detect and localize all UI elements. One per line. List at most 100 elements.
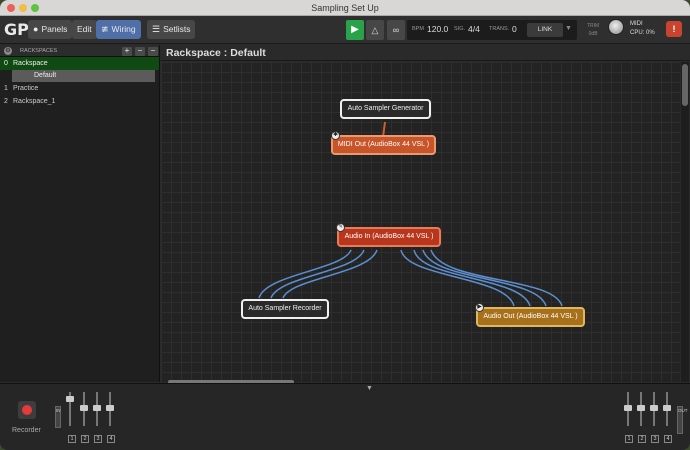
output-meter-tag: OUT (677, 406, 688, 434)
rackspace-number: 2 (4, 98, 8, 105)
maximize-window-button[interactable] (31, 4, 39, 12)
wiring-button[interactable]: ≇Wiring (96, 20, 141, 39)
rackspaces-header: ⚙ RACKSPACES + − − (0, 45, 159, 57)
list-icon: ☰ (152, 24, 161, 34)
output-fader-3[interactable] (650, 392, 658, 426)
close-window-button[interactable] (7, 4, 15, 12)
input-channel-1[interactable]: 1 (68, 435, 76, 443)
rackspace-item[interactable]: 1 Practice (0, 82, 159, 95)
node-midi-out[interactable]: MIDI Out (AudioBox 44 VSL ) (331, 135, 436, 155)
output-channel-1[interactable]: 1 (625, 435, 633, 443)
window-title: Sampling Set Up (311, 3, 379, 13)
add-rackspace-button[interactable]: + (122, 47, 132, 56)
rackspace-sidebar: ⚙ RACKSPACES + − − 0 Rackspace Default 1… (0, 45, 160, 382)
edit-button[interactable]: Edit (72, 20, 97, 39)
gigperformer-logo: GP (4, 20, 29, 39)
output-channel-4[interactable]: 4 (664, 435, 672, 443)
input-channel-4[interactable]: 4 (107, 435, 115, 443)
rackspace-number: 1 (4, 85, 8, 92)
cpu-value: 0% (646, 30, 655, 36)
output-channel-3[interactable]: 3 (651, 435, 659, 443)
vertical-scrollbar[interactable] (681, 62, 689, 382)
input-channel-3[interactable]: 3 (94, 435, 102, 443)
rackspaces-title: RACKSPACES (20, 48, 58, 54)
audio-wire[interactable] (413, 249, 531, 307)
plugin-badge-icon[interactable]: ✱ (331, 131, 340, 140)
input-meter-tag: IN (55, 406, 61, 428)
bpm-value[interactable]: 120.0 (427, 24, 449, 34)
audio-wire[interactable] (430, 249, 563, 307)
trim-label: TRIM (587, 23, 600, 29)
trans-label: TRANS. (489, 26, 510, 32)
audio-wire[interactable] (400, 249, 515, 307)
collapse-panel-icon[interactable]: ▼ (366, 385, 373, 392)
node-audio-out[interactable]: Audio Out (AudioBox 44 VSL ) (476, 307, 585, 327)
tempo-display: BPM 120.0 SIG. 4/4 TRANS. 0 LINK (407, 20, 577, 40)
panels-label: Panels (41, 24, 68, 34)
rackspace-item[interactable]: 0 Rackspace (0, 57, 159, 70)
bottom-panel: ▼ Recorder IN 1 2 3 4 OUT 1 2 3 4 (0, 383, 690, 450)
node-auto-sampler-generator[interactable]: Auto Sampler Generator (340, 99, 431, 119)
audio-wire[interactable] (258, 249, 352, 299)
input-fader-2[interactable] (80, 392, 88, 426)
audio-wire[interactable] (270, 249, 365, 299)
play-icon: ▶ (351, 24, 359, 35)
audio-wire[interactable] (282, 249, 378, 299)
output-fader-1[interactable] (624, 392, 632, 426)
rackspace-label: Rackspace_1 (13, 98, 56, 105)
trans-value[interactable]: 0 (512, 24, 517, 34)
vertical-scrollbar-thumb[interactable] (682, 64, 688, 106)
trim-value: 0dB (588, 31, 598, 37)
volume-knob[interactable] (608, 19, 624, 35)
node-auto-sampler-recorder[interactable]: Auto Sampler Recorder (241, 299, 329, 319)
wiring-canvas[interactable]: Auto Sampler Generator MIDI Out (AudioBo… (161, 62, 680, 382)
play-button[interactable]: ▶ (346, 20, 364, 40)
setlists-button[interactable]: ☰Setlists (147, 20, 196, 39)
variation-item[interactable]: Default (12, 70, 155, 82)
remove-rackspace-button[interactable]: − (135, 47, 145, 56)
trim-readout: TRIM 0dB (587, 22, 599, 38)
panic-button[interactable]: ! (666, 21, 682, 37)
sig-value[interactable]: 4/4 (468, 24, 480, 34)
record-button[interactable] (18, 401, 36, 419)
input-fader-1[interactable] (66, 392, 74, 426)
recorder-label: Recorder (12, 427, 41, 434)
play-badge-icon[interactable]: ▶ (475, 303, 484, 312)
audio-wire[interactable] (422, 249, 547, 307)
input-fader-4[interactable] (106, 392, 114, 426)
output-channel-2[interactable]: 2 (638, 435, 646, 443)
rackspace-label: Practice (13, 85, 39, 92)
node-audio-in[interactable]: Audio In (AudioBox 44 VSL ) (337, 227, 441, 247)
rackspace-number: 0 (4, 60, 8, 67)
edit-pencil-icon[interactable]: ✎ (336, 223, 345, 232)
wiring-label: Wiring (111, 24, 136, 34)
input-fader-3[interactable] (93, 392, 101, 426)
setlists-label: Setlists (163, 24, 191, 34)
variation-label: Default (34, 72, 57, 79)
midi-label: MIDI (630, 21, 643, 27)
horizontal-scrollbar-thumb[interactable] (168, 380, 294, 384)
record-icon (22, 405, 32, 415)
sig-label: SIG. (454, 26, 466, 32)
gear-icon[interactable]: ⚙ (4, 47, 12, 55)
title-bar: Sampling Set Up (0, 0, 690, 16)
input-channel-2[interactable]: 2 (81, 435, 89, 443)
rackspace-label: Rackspace (13, 60, 48, 67)
link-button[interactable]: LINK (527, 23, 563, 37)
wiring-icon: ≇ (101, 24, 109, 34)
chevron-down-icon[interactable]: ▼ (565, 25, 572, 32)
metronome-button[interactable]: △ (366, 20, 384, 40)
panels-button[interactable]: ●Panels (28, 20, 73, 39)
edit-label: Edit (77, 24, 92, 34)
rackspace-item[interactable]: 2 Rackspace_1 (0, 95, 159, 108)
minimize-window-button[interactable] (19, 4, 27, 12)
tuner-button[interactable]: ∞ (387, 20, 405, 40)
rackspace-menu-button[interactable]: − (148, 47, 158, 56)
status-readout: MIDI CPU: 0% (630, 20, 655, 38)
midi-wire[interactable] (382, 121, 386, 138)
metronome-icon: △ (371, 25, 379, 35)
canvas-title: Rackspace : Default (161, 45, 690, 61)
output-fader-4[interactable] (663, 392, 671, 426)
panels-icon: ● (33, 24, 39, 34)
output-fader-2[interactable] (637, 392, 645, 426)
